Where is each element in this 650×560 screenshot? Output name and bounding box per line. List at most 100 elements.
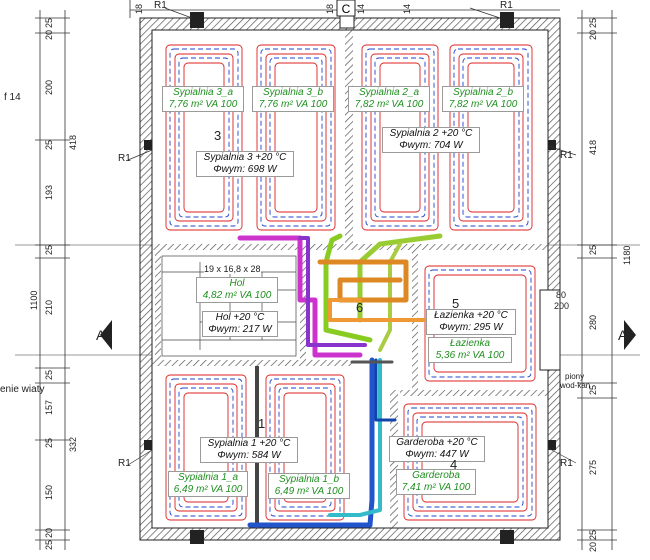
reference-r1-bottom-left: R1 — [118, 458, 131, 469]
grid-bubble — [336, 0, 356, 17]
room-title: Hol +20 °C — [215, 312, 265, 323]
dim-left-5: 25 — [44, 245, 54, 255]
dim-opening-width: 80 — [556, 290, 567, 300]
dim-right-8: 20 — [588, 542, 598, 552]
zone-spec: 7,76 m² VA 100 — [258, 99, 328, 110]
room-power: Φwym: 704 W — [399, 140, 463, 151]
riser-label: piony — [565, 372, 585, 381]
stairs-label: 19 x 16,8 x 28 — [204, 264, 261, 274]
reference-r1-top-right-edge: R1 — [500, 0, 513, 11]
dim-left-9: 25 — [44, 438, 54, 448]
dim-right-1: 20 — [588, 30, 598, 40]
dim-top-0: 18 — [325, 4, 335, 14]
dim-left-2: 200 — [44, 80, 54, 95]
room-label-sypialnia-2: Sypialnia 2 +20 °C Φwym: 704 W — [382, 127, 480, 153]
room-number-5: 5 — [452, 296, 460, 311]
room-title: Sypialnia 3 +20 °C — [203, 152, 287, 163]
zone-spec: 7,82 m² VA 100 — [354, 99, 424, 110]
grid-label-c: C — [342, 2, 351, 16]
dim-left-3: 25 — [44, 140, 54, 150]
reference-r1-top-right: R1 — [560, 150, 573, 161]
zone-name: Sypialnia 1_a — [177, 472, 239, 483]
room-number-6: 6 — [356, 300, 364, 315]
dim-top-2: 18 — [134, 4, 144, 14]
zone-label-sypialnia-1a: Sypialnia 1_a 6,49 m² VA 100 — [168, 471, 248, 497]
reference-r1-bottom-right: R1 — [560, 458, 573, 469]
section-label-right: A — [618, 327, 628, 343]
reference-r1-top-left-edge: R1 — [154, 0, 167, 11]
dim-right-0: 25 — [588, 18, 598, 28]
dim-right-total-0: 1180 — [622, 246, 632, 265]
zone-spec: 7,76 m² VA 100 — [168, 99, 238, 110]
room-power: Φwym: 295 W — [439, 322, 503, 333]
dim-left-total-2: 332 — [68, 437, 78, 452]
room-title: Łazienka +20 °C — [434, 310, 508, 321]
zone-name: Łazienka — [449, 338, 491, 349]
room-label-garderoba: Garderoba +20 °C Φwym: 447 W — [389, 436, 485, 462]
zone-label-lazienka: Łazienka 5,36 m² VA 100 — [428, 337, 512, 363]
zone-label-sypialnia-3a: Sypialnia 3_a 7,76 m² VA 100 — [162, 86, 244, 112]
zone-spec: 7,41 m² VA 100 — [401, 482, 471, 493]
dim-right-5: 25 — [588, 385, 598, 395]
dimension-texts: 25 20 200 25 193 25 210 25 157 25 150 20… — [29, 4, 632, 552]
room-title: Sypialnia 1 +20 °C — [207, 438, 291, 449]
dim-right-7: 25 — [588, 530, 598, 540]
section-marks — [100, 320, 636, 350]
zone-label-hol: Hol 4,82 m² VA 100 — [196, 277, 278, 303]
room-title: Sypialnia 2 +20 °C — [389, 128, 473, 139]
room-label-sypialnia-3: Sypialnia 3 +20 °C Φwym: 698 W — [196, 151, 294, 177]
dim-left-10: 150 — [44, 485, 54, 500]
pipe-diameter-note: f 14 — [4, 92, 21, 103]
dim-right-3: 25 — [588, 245, 598, 255]
dim-left-6: 210 — [44, 300, 54, 315]
room-label-hol: Hol +20 °C Φwym: 217 W — [202, 311, 278, 337]
supply-pipes — [237, 233, 443, 528]
zone-name: Sypialnia 3_a — [172, 87, 234, 98]
dim-top-1: 14 — [356, 4, 366, 14]
room-number-1: 1 — [258, 416, 266, 431]
zone-spec: 4,82 m² VA 100 — [202, 290, 272, 301]
zone-spec: 6,49 m² VA 100 — [173, 484, 243, 495]
zone-label-sypialnia-2a: Sypialnia 2_a 7,82 m² VA 100 — [348, 86, 430, 112]
zone-name: Hol — [229, 278, 245, 289]
dim-right-2: 418 — [588, 140, 598, 155]
zone-name: Sypialnia 3_b — [262, 87, 324, 98]
room-label-sypialnia-1: Sypialnia 1 +20 °C Φwym: 584 W — [200, 437, 298, 463]
heating-coils — [165, 44, 537, 521]
zone-spec: 5,36 m² VA 100 — [435, 350, 505, 361]
dim-opening-height: 200 — [554, 301, 570, 311]
leader-lines — [127, 7, 577, 466]
dim-left-12: 25 — [44, 540, 54, 550]
dim-left-7: 25 — [44, 370, 54, 380]
dim-left-4: 193 — [44, 185, 54, 200]
room-title: Garderoba +20 °C — [396, 437, 478, 448]
riser-sublabel: wod-kan — [560, 381, 591, 390]
zone-label-sypialnia-3b: Sypialnia 3_b 7,76 m² VA 100 — [252, 86, 334, 112]
room-number-3: 3 — [214, 128, 222, 143]
side-note: enie wiaty — [0, 384, 45, 395]
zone-label-garderoba: Garderoba 7,41 m² VA 100 — [396, 469, 476, 495]
zone-name: Sypialnia 1_b — [278, 474, 340, 485]
room-label-lazienka: Łazienka +20 °C Φwym: 295 W — [426, 309, 516, 335]
dim-left-1: 20 — [44, 30, 54, 40]
dim-left-11: 20 — [44, 528, 54, 538]
dim-right-4: 280 — [588, 315, 598, 330]
room-power: Φwym: 698 W — [213, 164, 277, 175]
room-power: Φwym: 217 W — [208, 324, 272, 335]
reference-r1-top-left: R1 — [118, 153, 131, 164]
room-number-4: 4 — [450, 457, 458, 472]
dim-left-total-1: 1100 — [29, 291, 39, 310]
zone-spec: 7,82 m² VA 100 — [448, 99, 518, 110]
dim-top-3: 14 — [402, 4, 412, 14]
zone-name: Sypialnia 2_b — [452, 87, 514, 98]
dim-left-0: 25 — [44, 18, 54, 28]
dim-right-6: 275 — [588, 460, 598, 475]
zone-spec: 6,49 m² VA 100 — [274, 486, 344, 497]
zone-label-sypialnia-1b: Sypialnia 1_b 6,49 m² VA 100 — [268, 473, 350, 499]
zone-label-sypialnia-2b: Sypialnia 2_b 7,82 m² VA 100 — [442, 86, 524, 112]
dim-left-total-0: 418 — [68, 135, 78, 150]
dim-left-8: 157 — [44, 400, 54, 415]
room-power: Φwym: 447 W — [405, 449, 469, 460]
zone-name: Garderoba — [412, 470, 460, 481]
room-power: Φwym: 584 W — [217, 450, 281, 461]
